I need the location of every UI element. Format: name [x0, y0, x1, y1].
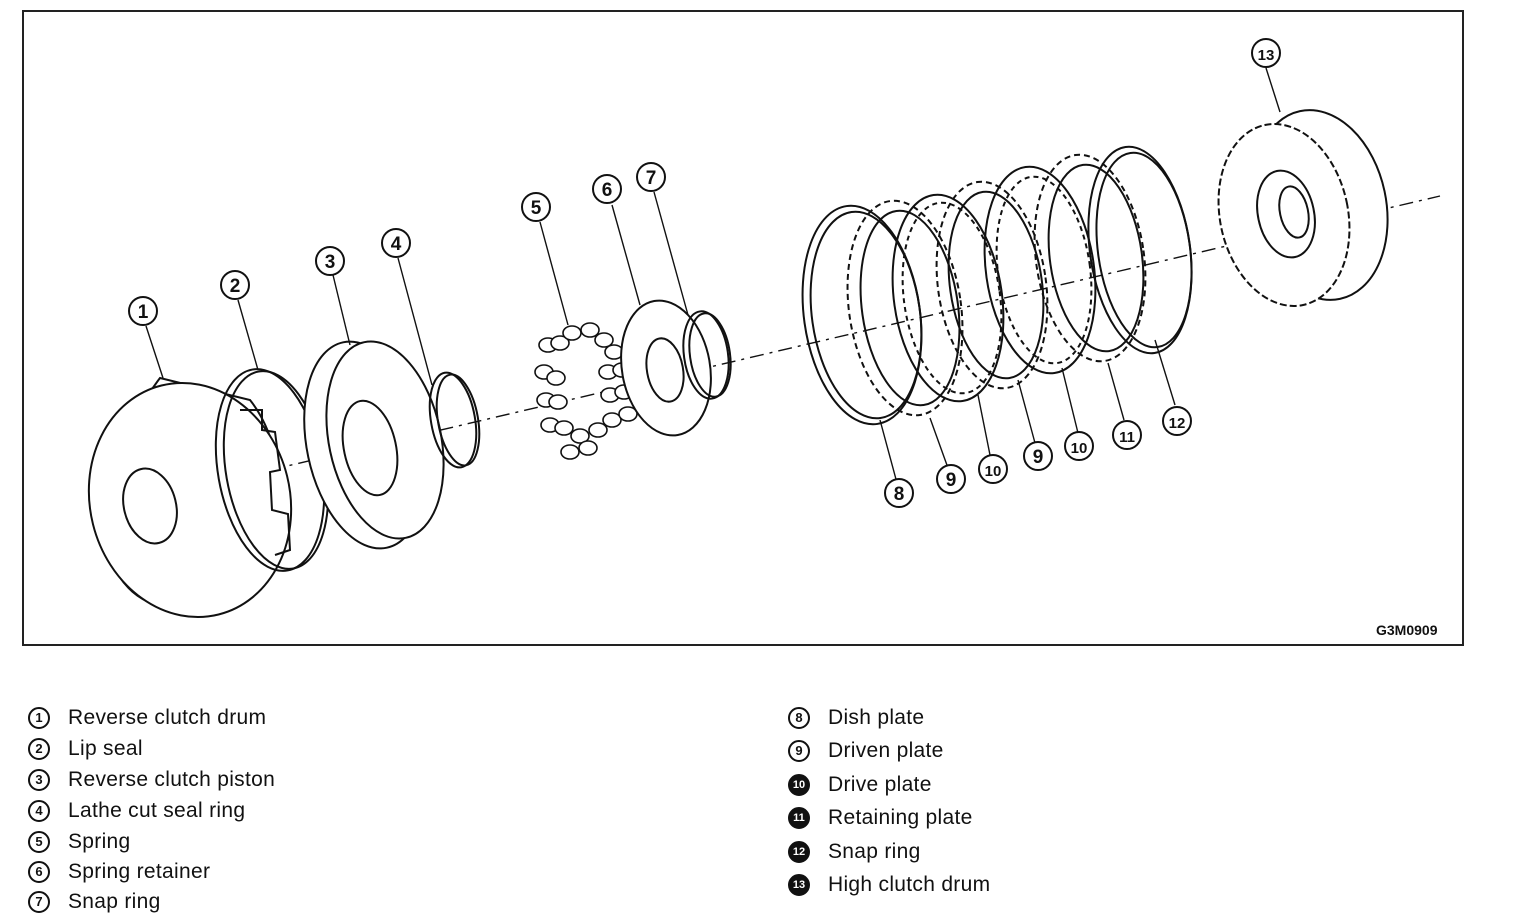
callout-7: 7 — [636, 162, 666, 192]
center-axis-line — [269, 195, 1441, 471]
callout-2: 2 — [220, 270, 250, 300]
part-lathe-cut-seal-ring — [428, 371, 481, 469]
part-reverse-clutch-piston — [303, 340, 445, 550]
callout-1: 1 — [128, 296, 158, 326]
svg-text:3: 3 — [325, 252, 336, 273]
spring-coils — [534, 322, 638, 460]
part-reverse-clutch-drum — [87, 376, 293, 619]
svg-text:2: 2 — [230, 276, 241, 297]
part-snap-ring-left — [682, 310, 732, 400]
part-driven-plate-1 — [846, 199, 964, 417]
svg-text:1: 1 — [138, 302, 149, 323]
svg-text:6: 6 — [602, 180, 613, 201]
svg-text:5: 5 — [531, 198, 542, 219]
part-high-clutch-drum — [1217, 109, 1389, 307]
callout-5: 5 — [521, 192, 551, 222]
part-springs — [534, 322, 638, 460]
svg-text:9: 9 — [946, 470, 957, 491]
callout-9a: 9 — [936, 464, 966, 494]
svg-text:10: 10 — [1071, 440, 1088, 457]
svg-text:13: 13 — [1258, 47, 1275, 64]
callout-12: 12 — [1162, 406, 1192, 436]
part-retaining-plate — [1033, 153, 1147, 363]
callout-10a: 10 — [978, 454, 1008, 484]
part-driven-plate-2 — [935, 180, 1049, 390]
part-drive-plate-2 — [983, 165, 1097, 375]
part-snap-ring-right — [1087, 145, 1193, 355]
part-spring-retainer — [620, 299, 712, 437]
svg-text:10: 10 — [985, 463, 1002, 480]
callout-4: 4 — [381, 228, 411, 258]
callout-11: 11 — [1112, 420, 1142, 450]
svg-text:7: 7 — [646, 168, 657, 189]
svg-text:8: 8 — [894, 484, 905, 505]
callout-10b: 10 — [1064, 431, 1094, 461]
svg-text:9: 9 — [1033, 447, 1044, 468]
part-dish-plate — [801, 204, 923, 426]
callout-3: 3 — [315, 246, 345, 276]
svg-text:4: 4 — [391, 234, 402, 255]
callout-8: 8 — [884, 478, 914, 508]
svg-text:11: 11 — [1119, 429, 1135, 446]
leader-lines — [145, 67, 1281, 484]
callouts: 1 2 3 4 5 6 7 8 9 10 9 10 11 12 13 — [128, 38, 1281, 508]
callout-9b: 9 — [1023, 441, 1053, 471]
figure-code: G3M0909 — [1376, 622, 1438, 638]
callout-13: 13 — [1251, 38, 1281, 68]
svg-text:12: 12 — [1169, 415, 1186, 432]
callout-6: 6 — [592, 174, 622, 204]
